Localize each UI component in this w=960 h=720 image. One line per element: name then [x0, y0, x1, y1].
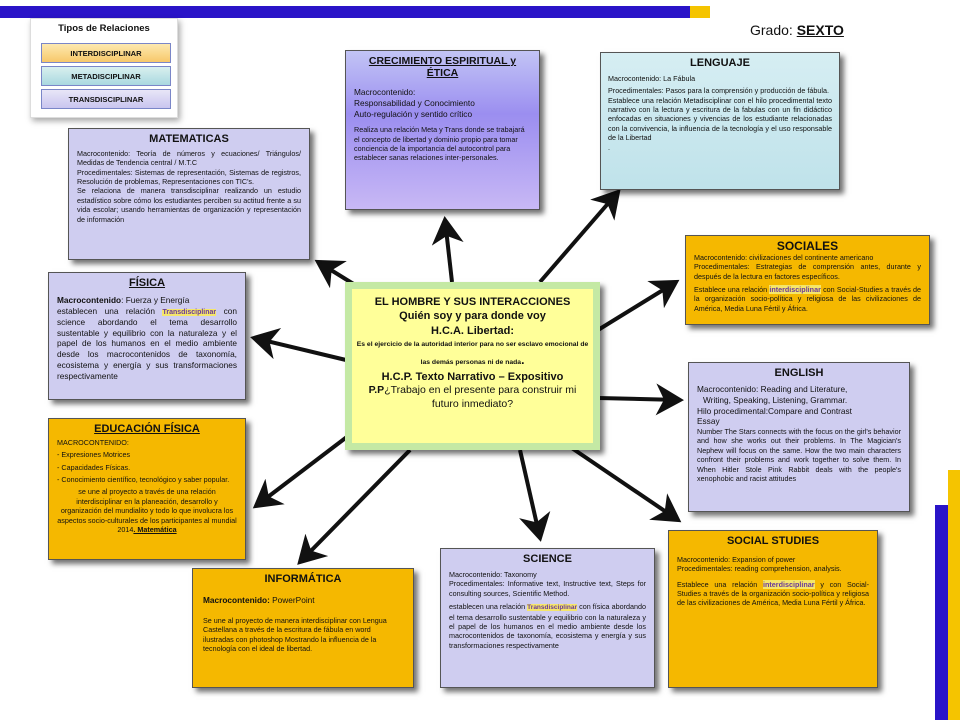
legend-interdisciplinar: INTERDISCIPLINAR — [41, 43, 171, 63]
science-box: SCIENCE Macrocontenido: Taxonomy Procedi… — [440, 548, 655, 688]
edfisica-title: EDUCACIÓN FÍSICA — [94, 423, 200, 435]
arrow-sociales — [596, 279, 680, 332]
sociales-title: SOCIALES — [776, 239, 839, 253]
arrow-lenguaje — [538, 188, 621, 284]
arrow-fisica — [250, 328, 347, 362]
lenguaje-title: LENGUAJE — [690, 57, 750, 69]
crecimiento-title: CRECIMIENTO ESPIRITUAL y ÉTICA — [368, 55, 517, 79]
matematicas-box: MATEMATICAS Macrocontenido: Teoría de nú… — [68, 128, 310, 260]
english-box: ENGLISH Macrocontenido: Reading and Lite… — [688, 362, 910, 512]
socialstudies-title: SOCIAL STUDIES — [726, 535, 820, 547]
edfisica-box: EDUCACIÓN FÍSICA MACROCONTENIDO: - Expre… — [48, 418, 246, 560]
legend-transdisciplinar: TRANSDISCIPLINAR — [41, 89, 171, 109]
informatica-title: INFORMÁTICA — [264, 573, 342, 585]
legend-metadisciplinar: METADISCIPLINAR — [41, 66, 171, 86]
arrow-edfisica — [252, 428, 358, 509]
sociales-box: SOCIALES Macrocontenido: civilizaciones … — [685, 235, 930, 325]
arrow-socialstudies — [558, 438, 682, 523]
arrow-english — [597, 383, 684, 416]
grade-value: SEXTO — [796, 22, 844, 38]
arrow-science — [518, 449, 551, 542]
center-inner: EL HOMBRE Y SUS INTERACCIONES Quién soy … — [352, 289, 593, 443]
fisica-box: FÍSICA Macrocontenido: Fuerza y Energía … — [48, 272, 246, 400]
crecimiento-box: CRECIMIENTO ESPIRITUAL y ÉTICA Macrocont… — [345, 50, 540, 210]
fisica-title: FÍSICA — [128, 277, 166, 289]
center-box: EL HOMBRE Y SUS INTERACCIONES Quién soy … — [345, 282, 600, 450]
right-gold-bar — [948, 470, 960, 720]
arrow-crecimiento — [431, 216, 464, 283]
legend-title: Tipos de Relaciones — [58, 23, 150, 34]
matematicas-title: MATEMATICAS — [149, 133, 229, 145]
science-title: SCIENCE — [523, 553, 572, 565]
top-gold-bar — [690, 6, 710, 18]
socialstudies-box: SOCIAL STUDIES Macrocontenido: Expansion… — [668, 530, 878, 688]
informatica-box: INFORMÁTICA Macrocontenido: PowerPoint S… — [192, 568, 414, 688]
top-blue-bar — [0, 6, 690, 18]
grade-label: Grado: SEXTO — [750, 22, 844, 38]
english-title: ENGLISH — [774, 367, 824, 379]
legend-panel: Tipos de Relaciones INTERDISCIPLINAR MET… — [30, 18, 178, 118]
arrow-informatica — [297, 448, 412, 565]
lenguaje-box: LENGUAJE Macrocontenido: La Fábula Proce… — [600, 52, 840, 190]
